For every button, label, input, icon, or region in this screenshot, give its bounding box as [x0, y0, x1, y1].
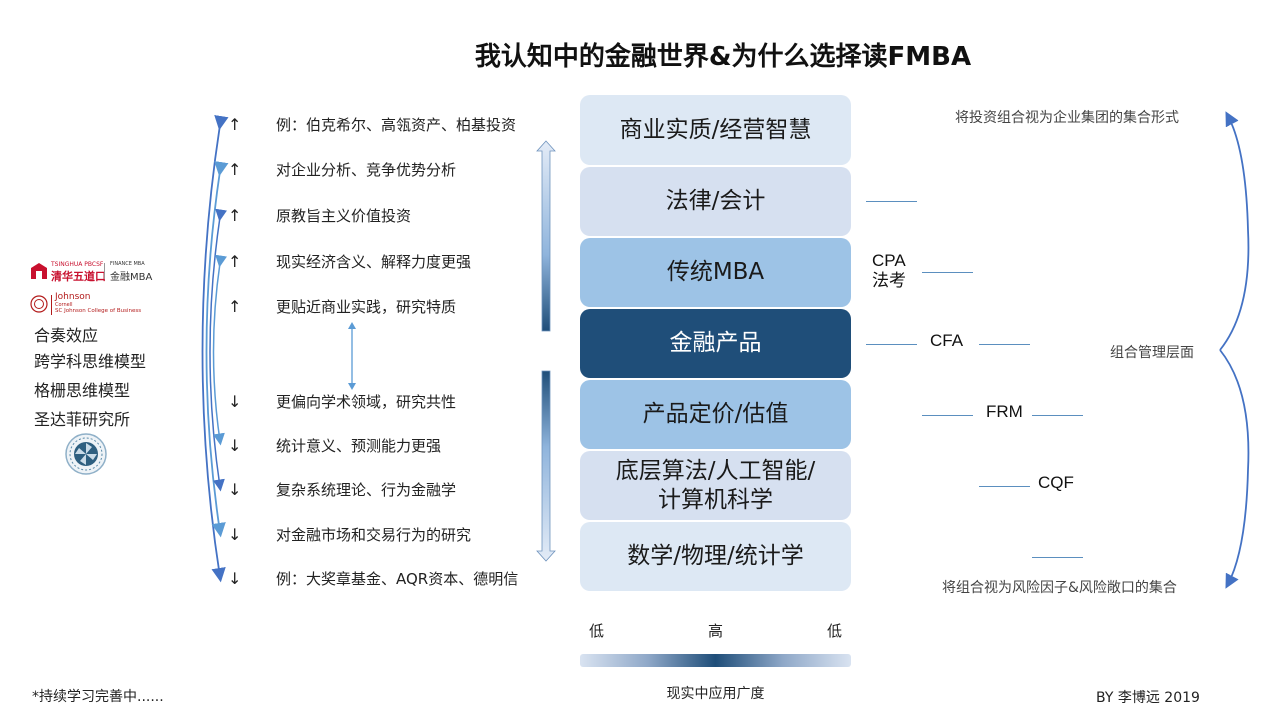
- cert-cqf: CQF: [1038, 473, 1074, 492]
- left-row-text: 对企业分析、竞争优势分析: [276, 161, 457, 179]
- concept-ensemble-effect: 合奏效应: [34, 326, 99, 345]
- middle-double-arrow-icon: [348, 322, 356, 390]
- cornell-johnson-logo: Johnson Cornell SC Johnson College of Bu…: [30, 292, 160, 317]
- vertical-gradient-arrows: [536, 140, 556, 562]
- cert-name: CPA: [872, 251, 906, 270]
- down-arrow-icon: ↓: [228, 480, 242, 499]
- application-breadth-gradient-bar: [580, 654, 851, 667]
- right-brace-arrows: [1219, 111, 1250, 589]
- fmba-logo-line2: 金融MBA: [110, 272, 153, 283]
- left-row-down-2: ↓ 统计意义、预测能力更强: [228, 436, 441, 456]
- layer-label: 商业实质/经营智慧: [619, 116, 812, 143]
- upward-block-arrow: [536, 140, 556, 332]
- layer-label: 底层算法/人工智能/ 计算机科学: [615, 457, 816, 513]
- cert-cpa: CPA 法考: [872, 251, 906, 291]
- concept-latticework-model: 格栅思维模型: [34, 381, 131, 400]
- layer-label: 金融产品: [669, 330, 762, 356]
- santa-fe-seal-icon: [65, 433, 107, 475]
- layer-label: 法律/会计: [665, 188, 766, 214]
- johnson-logo-line1: Johnson: [55, 292, 91, 302]
- bracket-line-cfa-start: [866, 344, 917, 345]
- scale-label-right: 低: [827, 622, 843, 640]
- layer-label: 数学/物理/统计学: [627, 543, 804, 569]
- cert-cfa: CFA: [930, 331, 964, 350]
- left-row-up-1: ↑ 例：伯克希尔、高瓴资产、柏基投资: [228, 115, 516, 135]
- up-arrow-icon: ↑: [228, 206, 242, 225]
- arrow-value-pair: [209, 208, 228, 492]
- up-arrow-icon: ↑: [228, 252, 242, 271]
- note-portfolio-as-risk-factors: 将组合视为风险因子&风险敞口的集合: [942, 580, 1177, 596]
- left-curved-arrows: [201, 115, 229, 583]
- fmba-logo-line1: FINANCE MBA: [110, 261, 145, 267]
- left-row-text: 更偏向学术领域，研究共性: [276, 393, 457, 411]
- up-arrow-icon: ↑: [228, 115, 242, 134]
- brace-arrow-down: [1219, 349, 1250, 589]
- left-row-text: 原教旨主义价值投资: [276, 207, 412, 225]
- arrow-meaning-pair: [212, 254, 228, 446]
- left-row-up-3: ↑ 原教旨主义价值投资: [228, 206, 411, 226]
- up-arrow-icon: ↑: [228, 297, 242, 316]
- concept-interdisciplinary-model: 跨学科思维模型: [34, 352, 147, 371]
- left-row-text: 统计意义、预测能力更强: [276, 437, 442, 455]
- layer-pricing-valuation: 产品定价/估值: [580, 380, 851, 449]
- left-row-down-4: ↓ 对金融市场和交易行为的研究: [228, 525, 471, 545]
- tsinghua-pbcsf-logo: TSINGHUA PBCSF 清华五道口 FINANCE MBA 金融MBA: [30, 261, 160, 283]
- tsinghua-logo-line2: 清华五道口: [51, 270, 106, 283]
- layer-financial-products: 金融产品: [580, 309, 851, 378]
- down-arrow-icon: ↓: [228, 436, 242, 455]
- left-row-text: 对金融市场和交易行为的研究: [276, 526, 472, 544]
- left-row-text: 更贴近商业实践，研究特质: [276, 298, 457, 316]
- bracket-line-cqf-end: [1032, 557, 1083, 558]
- layer-business-essence: 商业实质/经营智慧: [580, 95, 851, 165]
- johnson-logo-line2: Cornell: [55, 302, 73, 308]
- page-title: 我认知中的金融世界&为什么选择读FMBA: [474, 42, 972, 72]
- cornell-seal-icon: [30, 295, 48, 313]
- note-portfolio-management-level: 组合管理层面: [1110, 345, 1194, 361]
- logo-divider: [104, 263, 105, 279]
- down-arrow-icon: ↓: [228, 569, 242, 588]
- tsinghua-emblem-icon: [31, 263, 47, 279]
- left-row-down-3: ↓ 复杂系统理论、行为金融学: [228, 480, 456, 500]
- up-arrow-icon: ↑: [228, 160, 242, 179]
- left-row-down-1: ↓ 更偏向学术领域，研究共性: [228, 392, 456, 412]
- scale-label-left: 低: [589, 622, 605, 640]
- brace-arrow-up: [1219, 111, 1250, 351]
- layer-math-physics-stats: 数学/物理/统计学: [580, 522, 851, 591]
- logo-divider: [51, 295, 52, 315]
- layer-algorithms-ai-cs: 底层算法/人工智能/ 计算机科学: [580, 451, 851, 520]
- tsinghua-logo-line1: TSINGHUA PBCSF: [51, 261, 104, 268]
- layer-traditional-mba: 传统MBA: [580, 238, 851, 307]
- bracket-line-cqf-start: [979, 486, 1030, 487]
- left-row-text: 现实经济含义、解释力度更强: [276, 253, 472, 271]
- left-row-up-2: ↑ 对企业分析、竞争优势分析: [228, 160, 456, 180]
- down-arrow-icon: ↓: [228, 525, 242, 544]
- left-row-up-5: ↑ 更贴近商业实践，研究特质: [228, 297, 456, 317]
- note-portfolio-as-conglomerate: 将投资组合视为企业集团的集合形式: [955, 110, 1179, 126]
- cert-sub: 法考: [872, 271, 906, 290]
- footer-note: *持续学习完善中......: [32, 689, 164, 705]
- scale-label-center: 高: [708, 622, 724, 640]
- bracket-line-law-start: [866, 201, 917, 202]
- bracket-line-cpa-end: [922, 272, 973, 273]
- left-row-text: 例：伯克希尔、高瓴资产、柏基投资: [276, 116, 517, 134]
- layer-law-accounting: 法律/会计: [580, 167, 851, 236]
- johnson-logo-line3: SC Johnson College of Business: [55, 308, 142, 314]
- layer-label: 传统MBA: [666, 259, 765, 285]
- left-row-down-5: ↓ 例：大奖章基金、AQR资本、德明信: [228, 569, 518, 589]
- cert-frm: FRM: [986, 402, 1023, 421]
- bracket-line-frm-end: [1032, 415, 1083, 416]
- left-row-up-4: ↑ 现实经济含义、解释力度更强: [228, 252, 471, 272]
- scale-caption: 现实中应用广度: [666, 686, 765, 702]
- left-row-text: 例：大奖章基金、AQR资本、德明信: [276, 570, 519, 588]
- down-arrow-icon: ↓: [228, 392, 242, 411]
- bracket-line-frm-start: [922, 415, 973, 416]
- concept-santa-fe-institute: 圣达菲研究所: [34, 410, 131, 429]
- downward-block-arrow: [536, 370, 556, 562]
- layer-label: 产品定价/估值: [642, 401, 789, 427]
- footer-author: BY 李博远 2019: [1096, 690, 1200, 706]
- bracket-line-cfa-end: [979, 344, 1030, 345]
- left-row-text: 复杂系统理论、行为金融学: [276, 481, 457, 499]
